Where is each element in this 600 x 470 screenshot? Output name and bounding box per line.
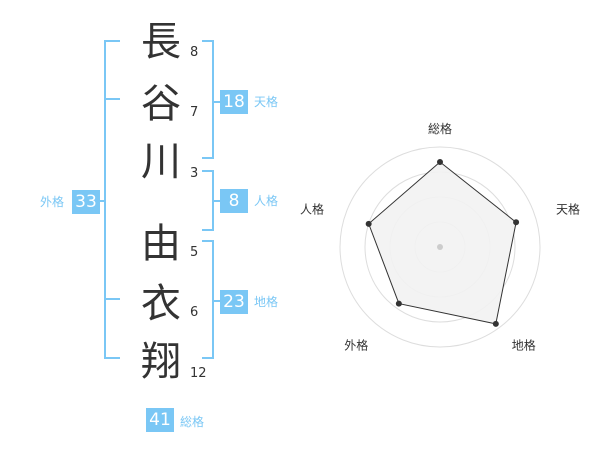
stroke-count-1: 8 — [190, 45, 199, 60]
gaikaku-value: 33 — [72, 190, 100, 214]
radar-center — [437, 244, 443, 250]
jinkaku-label: 人格 — [254, 194, 279, 208]
chikaku-label: 地格 — [254, 295, 279, 309]
jinkaku-value: 8 — [220, 189, 248, 213]
soukaku-label: 総格 — [180, 415, 205, 429]
tenkaku-label: 天格 — [254, 95, 279, 109]
radar-point — [395, 300, 402, 307]
stroke-count-3: 3 — [190, 166, 199, 181]
radar-point — [513, 219, 520, 226]
radar-ring — [339, 146, 541, 348]
name-char-6: 翔 — [141, 339, 181, 385]
radar-point — [437, 159, 443, 165]
stroke-count-4: 5 — [190, 245, 199, 260]
stroke-count-5: 6 — [190, 305, 199, 320]
name-char-1: 長 — [141, 19, 181, 65]
radar-axis-label-soukaku: 総格 — [428, 121, 452, 136]
tenkaku-value: 18 — [220, 90, 248, 114]
radar-axis-label-jinkaku: 人格 — [300, 201, 324, 216]
radar-point — [365, 220, 372, 227]
stroke-count-6: 12 — [190, 366, 207, 381]
radar-axis-label-tenkaku: 天格 — [556, 201, 580, 216]
radar-chart: 総格 天格 地格 外格 人格 — [300, 121, 580, 353]
radar-area — [368, 161, 517, 325]
soukaku-value: 41 — [146, 408, 174, 432]
name-char-3: 川 — [141, 139, 181, 185]
radar-axis-label-gaikaku: 外格 — [344, 338, 368, 353]
radar-point — [492, 320, 499, 327]
name-char-2: 谷 — [141, 81, 181, 127]
radar-axis-label-chikaku: 地格 — [512, 338, 536, 353]
name-char-4: 由 — [141, 221, 181, 267]
chikaku-value: 23 — [220, 290, 248, 314]
stroke-count-2: 7 — [190, 105, 199, 120]
gaikaku-label: 外格 — [40, 195, 65, 209]
name-char-5: 衣 — [141, 281, 181, 327]
radar-points — [365, 159, 520, 327]
